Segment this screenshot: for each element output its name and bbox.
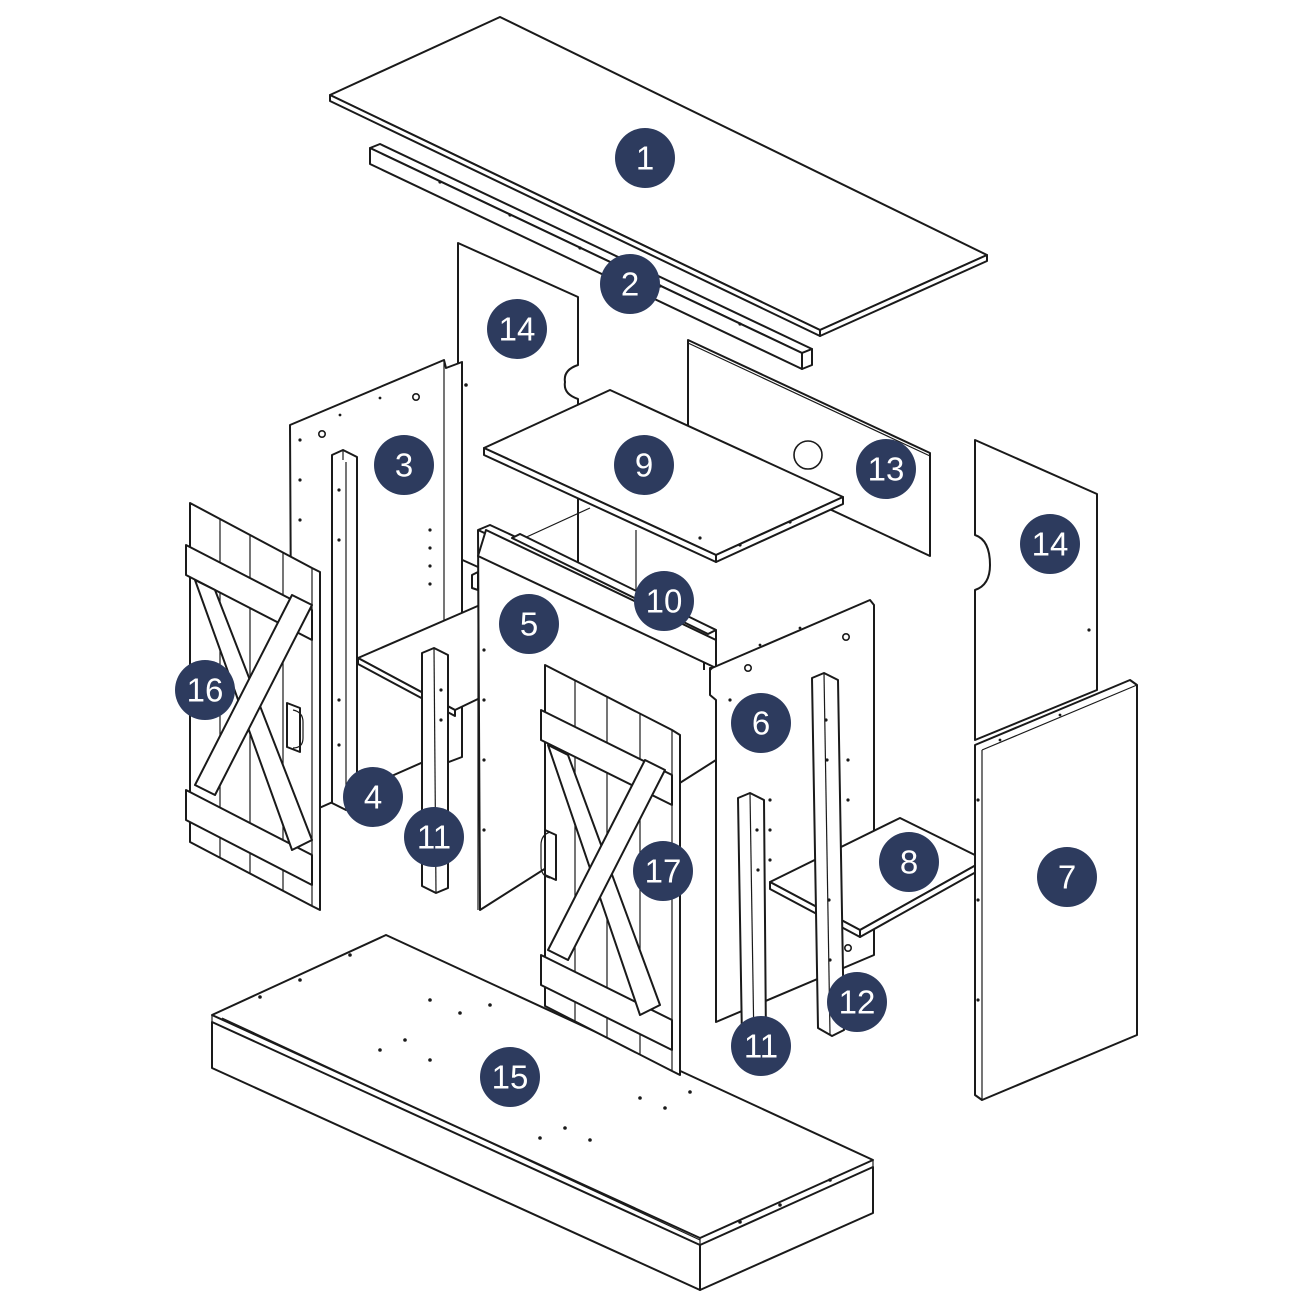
part-callout-16: 16 (175, 660, 235, 720)
part-callout-2: 2 (600, 254, 660, 314)
part-callout-9: 9 (614, 435, 674, 495)
svg-text:5: 5 (520, 606, 538, 643)
panel-14-right (974, 439, 1098, 741)
svg-text:11: 11 (744, 1028, 778, 1065)
post-4 (331, 449, 358, 811)
part-callout-14-right: 14 (1020, 514, 1080, 574)
svg-text:11: 11 (417, 819, 451, 856)
svg-text:12: 12 (839, 984, 876, 1021)
svg-text:14: 14 (499, 311, 536, 348)
part-callout-13: 13 (856, 439, 916, 499)
svg-text:3: 3 (395, 447, 413, 484)
base-15 (211, 934, 874, 1291)
part-callout-12: 12 (827, 972, 887, 1032)
svg-text:14: 14 (1032, 526, 1069, 563)
part-callout-5: 5 (499, 594, 559, 654)
part-callout-3: 3 (374, 435, 434, 495)
part-callout-7: 7 (1037, 847, 1097, 907)
door-16 (185, 502, 321, 911)
part-callout-11-left: 11 (404, 807, 464, 867)
svg-text:8: 8 (900, 844, 918, 881)
svg-text:9: 9 (635, 447, 653, 484)
door-17 (540, 664, 681, 1076)
svg-text:17: 17 (645, 853, 682, 890)
svg-text:16: 16 (187, 672, 224, 709)
part-callout-17: 17 (633, 841, 693, 901)
part-callout-4: 4 (343, 767, 403, 827)
part-callout-11-right: 11 (731, 1016, 791, 1076)
part-callout-15: 15 (480, 1047, 540, 1107)
svg-text:7: 7 (1058, 859, 1076, 896)
svg-text:10: 10 (646, 583, 683, 620)
part-callout-14-left: 14 (487, 299, 547, 359)
svg-text:6: 6 (752, 705, 770, 742)
svg-text:4: 4 (364, 779, 382, 816)
svg-text:13: 13 (868, 451, 905, 488)
post-11-right (737, 792, 767, 1049)
svg-text:15: 15 (492, 1059, 529, 1096)
part-callout-10: 10 (634, 571, 694, 631)
post-12 (811, 672, 845, 1037)
part-callout-8: 8 (879, 832, 939, 892)
part-callout-1: 1 (615, 128, 675, 188)
svg-text:2: 2 (621, 266, 639, 303)
svg-text:1: 1 (636, 140, 654, 177)
panel-6 (709, 599, 875, 1023)
part-callout-6: 6 (731, 693, 791, 753)
panel-13 (687, 339, 931, 557)
part-callouts: 1 2 3 4 5 6 7 8 9 10 11 11 12 13 14 14 1… (175, 128, 1097, 1107)
